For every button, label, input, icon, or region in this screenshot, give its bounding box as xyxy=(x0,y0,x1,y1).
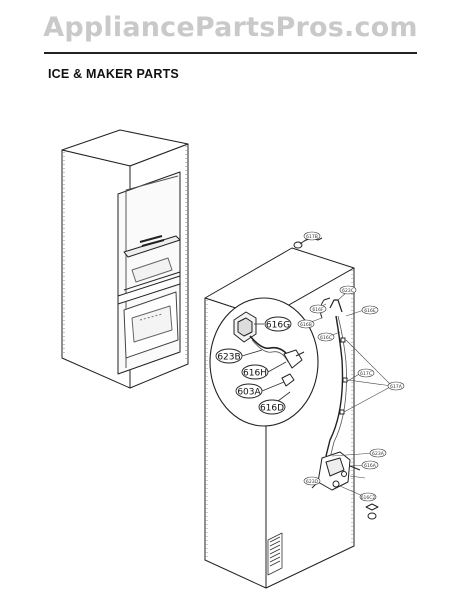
magnified-callouts: 616G 623B 616H 603A 616D xyxy=(215,316,292,415)
washer-part xyxy=(367,512,377,520)
callout-616c-lower-label: 616C2 xyxy=(361,495,376,501)
cabinet-outline xyxy=(61,129,189,389)
callout-616h-label: 616H xyxy=(243,369,267,379)
callout-616a: 616A xyxy=(361,460,379,470)
callout-616a-label: 616A xyxy=(364,463,377,469)
callout-623d: 623D xyxy=(303,476,321,486)
callout-616b-label: 616B xyxy=(300,322,312,328)
callout-623c: 623C xyxy=(339,285,357,295)
callout-623c-label: 623C xyxy=(342,288,354,294)
callout-616d-label: 616D xyxy=(260,404,284,414)
callout-616h: 616H xyxy=(241,364,269,380)
callout-616e: 616E xyxy=(361,305,379,315)
callout-617b-label: 617B xyxy=(306,234,318,240)
small-callouts: 617B 623C 616E 616F 616B 616C 617C 617A xyxy=(297,231,405,502)
callout-616c-lower: 616C2 xyxy=(359,492,377,502)
callout-616g: 616G xyxy=(264,316,292,332)
callout-623d-label: 623D xyxy=(306,479,319,485)
callout-623a-label: 623A xyxy=(372,451,385,457)
callout-603a: 603A xyxy=(235,383,263,399)
section-title: ICE & MAKER PARTS xyxy=(48,67,179,81)
callout-623b-label: 623B xyxy=(217,353,240,363)
callout-623a: 623A xyxy=(369,448,387,458)
callout-616f: 616F xyxy=(309,304,327,314)
callout-617b: 617B xyxy=(303,231,321,241)
callout-617a: 617A xyxy=(387,381,405,391)
callout-616f-label: 616F xyxy=(312,307,324,313)
site-watermark: AppliancePartsPros.com xyxy=(43,12,418,43)
callout-603a-label: 603A xyxy=(237,388,261,398)
header-divider xyxy=(44,52,417,54)
callout-616c: 616C xyxy=(317,332,335,342)
callout-617c: 617C xyxy=(357,368,375,378)
callout-617c-label: 617C xyxy=(360,371,372,377)
callout-623b: 623B xyxy=(215,348,243,364)
callout-616c-label: 616C xyxy=(320,335,332,341)
callout-616d: 616D xyxy=(258,399,286,415)
callout-617a-label: 617A xyxy=(390,384,403,390)
callout-616e-label: 616E xyxy=(364,308,376,314)
callout-616g-label: 616G xyxy=(266,321,290,331)
callout-616b: 616B xyxy=(297,319,315,329)
small-cap-part xyxy=(365,503,379,511)
vent-grille xyxy=(267,532,283,576)
